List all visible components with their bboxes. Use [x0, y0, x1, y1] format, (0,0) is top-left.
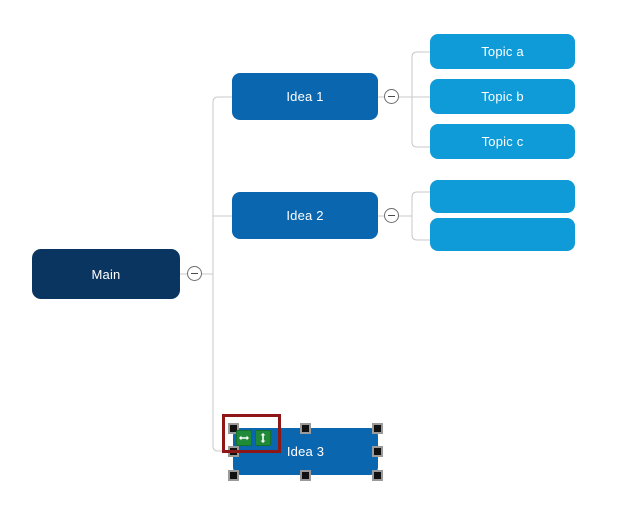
node-idea-2[interactable]: Idea 2 [232, 192, 378, 239]
minus-circle-icon [388, 96, 395, 97]
handle-middle-left[interactable] [228, 446, 239, 457]
node-main[interactable]: Main [32, 249, 180, 299]
collapse-root-button[interactable] [187, 266, 202, 281]
handle-bottom-right[interactable] [372, 470, 383, 481]
handle-top-center[interactable] [300, 423, 311, 434]
node-topic-a-label: Topic a [481, 44, 524, 59]
resize-height-button[interactable] [255, 430, 271, 446]
minus-circle-icon [388, 215, 395, 216]
handle-bottom-center[interactable] [300, 470, 311, 481]
node-idea-1[interactable]: Idea 1 [232, 73, 378, 120]
node-topic-c[interactable]: Topic c [430, 124, 575, 159]
node-idea-1-label: Idea 1 [286, 89, 324, 104]
node-idea-2-label: Idea 2 [286, 208, 324, 223]
resize-width-button[interactable] [236, 430, 252, 446]
resize-toolbar [236, 430, 271, 446]
node-topic-a[interactable]: Topic a [430, 34, 575, 69]
handle-bottom-left[interactable] [228, 470, 239, 481]
node-empty-2[interactable] [430, 218, 575, 251]
node-topic-b[interactable]: Topic b [430, 79, 575, 114]
node-topic-c-label: Topic c [481, 134, 524, 149]
node-empty-1[interactable] [430, 180, 575, 213]
handle-top-left[interactable] [228, 423, 239, 434]
node-main-label: Main [91, 266, 121, 282]
minus-circle-icon [191, 273, 198, 274]
node-topic-b-label: Topic b [481, 89, 524, 104]
arrows-horizontal-icon [239, 435, 249, 441]
arrows-vertical-icon [260, 433, 266, 443]
handle-middle-right[interactable] [372, 446, 383, 457]
handle-top-right[interactable] [372, 423, 383, 434]
collapse-idea2-button[interactable] [384, 208, 399, 223]
collapse-idea1-button[interactable] [384, 89, 399, 104]
node-idea-3-label: Idea 3 [286, 444, 325, 459]
